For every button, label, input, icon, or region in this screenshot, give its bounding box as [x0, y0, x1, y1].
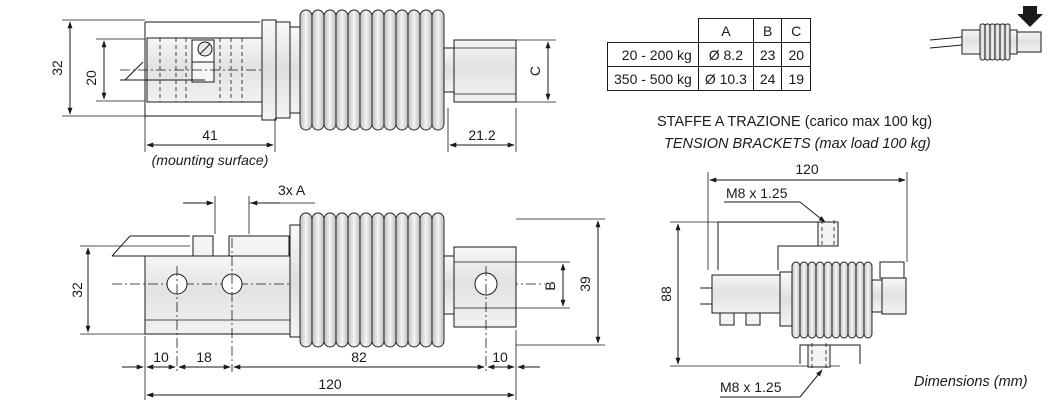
dim-top-39: 39	[577, 276, 593, 292]
side-view: 32 20	[49, 9, 556, 168]
dim-bracket-height: 88	[658, 286, 674, 302]
dim-thread-bottom: M8 x 1.25	[720, 379, 782, 395]
dim-side-mount: 41	[202, 127, 218, 143]
table-header-a: A	[697, 18, 754, 43]
caption-mounting-surface: (mounting surface)	[152, 152, 269, 168]
dim-top-82: 82	[351, 349, 367, 365]
table-header-b: B	[752, 18, 783, 43]
load-direction-icon	[929, 6, 1043, 61]
spec-table: A B C 20 - 200 kg Ø 8.2 23 20 350 - 500 …	[607, 18, 812, 91]
dim-side-c: C	[527, 66, 543, 76]
dim-side-inner: 20	[83, 70, 99, 86]
dim-top-10b: 10	[492, 349, 508, 365]
table-cell-a: Ø 10.3	[697, 66, 754, 91]
table-cell-range: 350 - 500 kg	[607, 66, 699, 91]
table-cell-b: 24	[752, 66, 783, 91]
tension-brackets-view: 120 88	[658, 161, 908, 398]
table-cell-c: 20	[781, 42, 812, 67]
dim-top-b: B	[542, 281, 558, 290]
dim-top-total: 120	[318, 376, 342, 392]
dim-top-holes: 3x A	[278, 182, 306, 198]
dim-thread-top: M8 x 1.25	[726, 185, 788, 201]
table-row: 20 - 200 kg Ø 8.2 23 20	[607, 42, 812, 67]
caption-units: Dimensions (mm)	[914, 374, 1028, 390]
dim-top-18: 18	[196, 349, 212, 365]
table-header-row: A B C	[607, 18, 812, 43]
table-header-c: C	[781, 18, 812, 43]
dim-side-height: 32	[49, 60, 65, 76]
table-cell-c: 19	[781, 66, 812, 91]
dim-top-height: 32	[69, 282, 85, 298]
table-cell-a: Ø 8.2	[697, 42, 754, 67]
top-bellows	[299, 212, 445, 348]
dim-top-10a: 10	[153, 349, 169, 365]
dim-side-end: 21.2	[468, 127, 495, 143]
table-cell-b: 23	[752, 42, 783, 67]
side-bellows	[299, 9, 445, 131]
table-cell-range: 20 - 200 kg	[607, 42, 699, 67]
dim-bracket-width: 120	[795, 161, 819, 177]
top-view: 32	[69, 182, 605, 400]
table-row: 350 - 500 kg Ø 10.3 24 19	[607, 66, 812, 91]
caption-tension-en: TENSION BRACKETS (max load 100 kg)	[664, 136, 931, 152]
caption-tension-it: STAFFE A TRAZIONE (carico max 100 kg)	[657, 114, 933, 130]
